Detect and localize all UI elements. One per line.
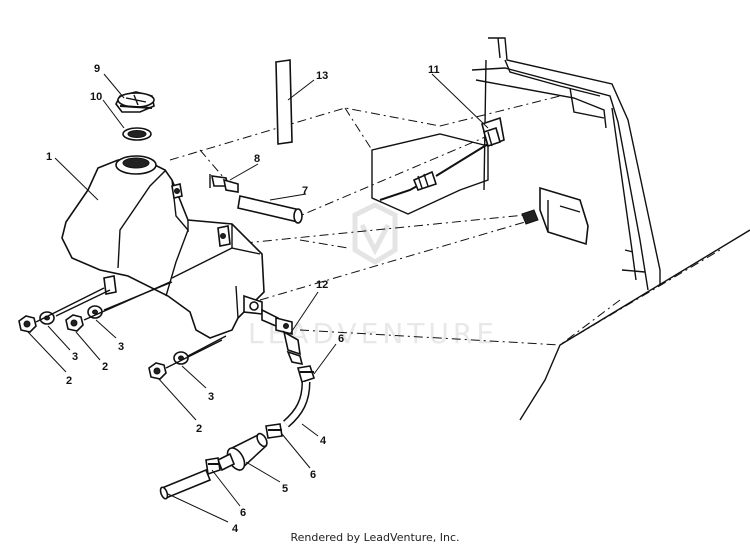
callout-10: 10 xyxy=(90,91,102,103)
phantom-lines xyxy=(169,95,721,346)
washer-middle xyxy=(87,305,103,319)
vent-tube xyxy=(237,195,303,224)
callout-6-b: 6 xyxy=(310,469,316,481)
fuel-shutoff-valve xyxy=(261,308,304,366)
vehicle-frame xyxy=(371,37,750,421)
callout-6-a: 6 xyxy=(338,333,344,345)
callout-3-a: 3 xyxy=(72,351,78,363)
fuel-decal xyxy=(275,59,293,145)
callout-8: 8 xyxy=(254,153,260,165)
callout-11: 11 xyxy=(428,64,440,76)
callout-12: 12 xyxy=(316,279,328,291)
hose-clamp-upper xyxy=(296,365,316,384)
hose-clamp-middle xyxy=(265,423,283,439)
callout-4-a: 4 xyxy=(320,435,327,447)
washer-lower xyxy=(173,351,189,365)
cap-gasket xyxy=(122,127,152,141)
callout-9: 9 xyxy=(94,63,100,75)
callout-7: 7 xyxy=(302,185,308,197)
nut-left-middle xyxy=(65,314,84,332)
callout-2-c: 2 xyxy=(196,423,202,435)
vent-fitting xyxy=(209,174,239,193)
fuel-tank xyxy=(61,155,265,339)
callout-2-a: 2 xyxy=(66,375,72,387)
fuel-hose-lower xyxy=(159,468,212,500)
fuel-filter xyxy=(216,432,268,472)
callout-5: 5 xyxy=(282,483,288,495)
callout-4-b: 4 xyxy=(232,523,239,535)
callout-1: 1 xyxy=(46,151,52,163)
callout-6-c: 6 xyxy=(240,507,246,519)
callout-2-b: 2 xyxy=(102,361,108,373)
callout-3-c: 3 xyxy=(208,391,214,403)
callout-3-b: 3 xyxy=(118,341,124,353)
hose-clamp-lower xyxy=(205,457,221,476)
fuel-return-line xyxy=(379,143,489,201)
fuel-hose-upper xyxy=(282,381,311,428)
fuel-cap xyxy=(115,91,155,113)
leader-lines xyxy=(27,73,489,523)
nut-left-lower xyxy=(18,315,37,333)
callout-13: 13 xyxy=(316,70,328,82)
callouts: 1 2 2 2 3 3 3 4 4 5 6 6 6 7 8 9 10 11 12… xyxy=(46,63,440,535)
nut-lower xyxy=(148,362,167,380)
hose-clamp-11 xyxy=(483,126,501,148)
render-credit: Rendered by LeadVenture, Inc. xyxy=(290,531,460,544)
